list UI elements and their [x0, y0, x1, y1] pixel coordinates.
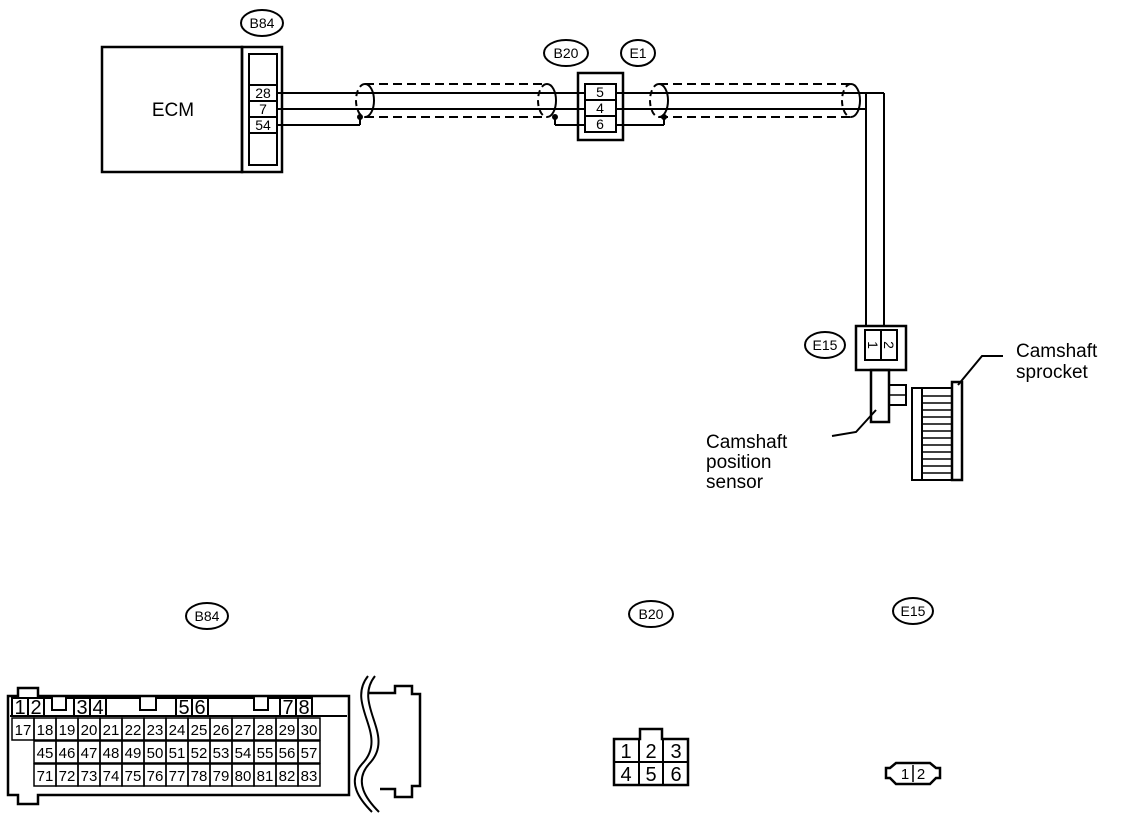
- b84-cell: 18: [37, 722, 54, 739]
- sensor-label-line2: position: [706, 452, 772, 473]
- b84-cell: 21: [103, 722, 120, 739]
- b84-connector-view: [6, 675, 422, 813]
- b84-cell: 17: [15, 722, 32, 739]
- b20-view-tag: B20: [639, 606, 664, 622]
- e15-connector: 1 2 E15: [804, 324, 908, 372]
- e15-view-tag: E15: [901, 603, 926, 619]
- b84-cell: 7: [282, 697, 293, 719]
- b84-cell: 75: [125, 768, 142, 785]
- b20-cell: 5: [645, 764, 656, 786]
- b84-cell: 71: [37, 768, 54, 785]
- b84-connector: 28 7 54 B84: [240, 9, 284, 174]
- b20-view-tag-outline: [628, 600, 674, 628]
- b84-cell: 6: [194, 697, 205, 719]
- b84-cell: 48: [103, 745, 120, 762]
- b84-cell: 57: [301, 745, 318, 762]
- camshaft-position-sensor: [831, 368, 907, 437]
- b84-pin-7: 7: [259, 101, 267, 117]
- e15-pin-1: 1: [865, 341, 881, 349]
- b84-cell: 73: [81, 768, 98, 785]
- b20-cell: 2: [645, 741, 656, 763]
- b84-cell: 52: [191, 745, 208, 762]
- b84-cell: 53: [213, 745, 230, 762]
- b84-cell: 77: [169, 768, 186, 785]
- harness-ecm-joint: [277, 83, 585, 126]
- b84-cell: 2: [30, 697, 41, 719]
- b20-cell: 3: [670, 741, 681, 763]
- b20-connector-view: [612, 727, 690, 787]
- b84-cell: 20: [81, 722, 98, 739]
- b84-cell: 56: [279, 745, 296, 762]
- sensor-label-line1: Camshaft: [706, 432, 788, 453]
- b84-view-tag: B84: [195, 608, 220, 624]
- sprocket-label-line2: sprocket: [1016, 362, 1089, 383]
- e15-tag: E15: [813, 337, 838, 353]
- joint-pin-4: 4: [596, 100, 604, 116]
- b84-cell: 74: [103, 768, 120, 785]
- b20-tag: B20: [554, 45, 579, 61]
- b84-tag: B84: [250, 15, 275, 31]
- joint-pin-5: 5: [596, 84, 604, 100]
- b84-cell: 55: [257, 745, 274, 762]
- b20-cell: 6: [670, 764, 681, 786]
- b84-cell: 5: [178, 697, 189, 719]
- b84-cell: 76: [147, 768, 164, 785]
- sensor-label-line3: sensor: [706, 472, 764, 493]
- b84-cell: 22: [125, 722, 142, 739]
- b84-pin-54: 54: [255, 117, 271, 133]
- b84-view-row1-labels: 1 2 3 4 5 6 7 8: [14, 697, 309, 719]
- sprocket-label-line1: Camshaft: [1016, 341, 1098, 362]
- b84-view-row2-labels: 17 18 19 20 21 22 23 24 25 26 27 28 29 3…: [15, 722, 318, 739]
- b84-view-row3-labels: 45 46 47 48 49 50 51 52 53 54 55 56 57: [37, 745, 318, 762]
- b84-cell: 1: [14, 697, 25, 719]
- b84-cell: 19: [59, 722, 76, 739]
- b84-cell: 51: [169, 745, 186, 762]
- b84-cell: 49: [125, 745, 142, 762]
- camshaft-sprocket: [911, 355, 1003, 482]
- e15-cell: 2: [917, 766, 925, 783]
- e1-tag: E1: [629, 45, 646, 61]
- joint-connector-b20-e1: 5 4 6 B20 E1: [543, 39, 656, 142]
- b84-cell: 50: [147, 745, 164, 762]
- b84-cell: 47: [81, 745, 98, 762]
- joint-pin-6: 6: [596, 116, 604, 132]
- b84-cell: 25: [191, 722, 208, 739]
- b84-cell: 72: [59, 768, 76, 785]
- e15-connector-view: [884, 761, 942, 786]
- e15-cell: 1: [901, 766, 909, 783]
- ecm-unit: ECM: [100, 45, 244, 174]
- b84-cell: 27: [235, 722, 252, 739]
- b84-cell: 54: [235, 745, 252, 762]
- b84-cell: 4: [92, 697, 103, 719]
- b20-cell: 4: [620, 764, 631, 786]
- ecm-label: ECM: [152, 100, 194, 121]
- b84-cell: 83: [301, 768, 318, 785]
- e15-view-tag-outline: [892, 597, 934, 625]
- b84-cell: 3: [76, 697, 87, 719]
- harness-joint-sensor: [616, 83, 885, 326]
- b84-cell: 28: [257, 722, 274, 739]
- b84-cell: 26: [213, 722, 230, 739]
- b84-cell: 29: [279, 722, 296, 739]
- b84-view-tag-outline: [185, 602, 229, 630]
- b84-cell: 79: [213, 768, 230, 785]
- e15-pin-2: 2: [881, 341, 897, 349]
- b84-cell: 8: [298, 697, 309, 719]
- b84-view-row4-labels: 71 72 73 74 75 76 77 78 79 80 81 82 83: [37, 768, 318, 785]
- b84-cell: 46: [59, 745, 76, 762]
- sprocket-teeth: [922, 395, 952, 474]
- b84-cell: 45: [37, 745, 54, 762]
- b84-cell: 81: [257, 768, 274, 785]
- b84-cell: 24: [169, 722, 186, 739]
- b84-cell: 78: [191, 768, 208, 785]
- b20-cell: 1: [620, 741, 631, 763]
- b84-cell: 30: [301, 722, 318, 739]
- b84-cell: 80: [235, 768, 252, 785]
- b84-cell: 23: [147, 722, 164, 739]
- b84-pin-28: 28: [255, 85, 271, 101]
- b84-cell: 82: [279, 768, 296, 785]
